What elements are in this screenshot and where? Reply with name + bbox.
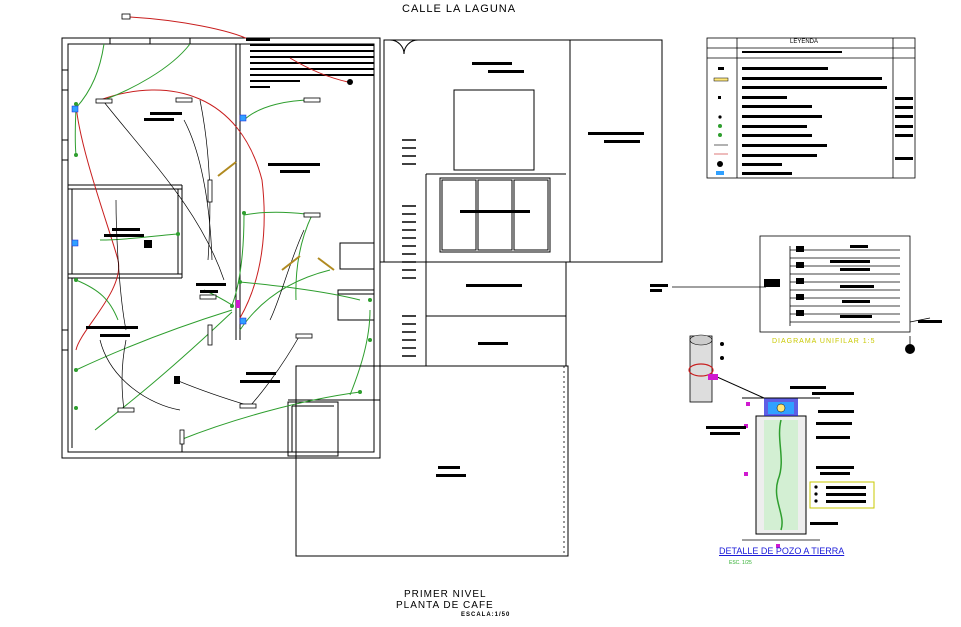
- right-building-dashed: [295, 39, 663, 557]
- street-name-label: CALLE LA LAGUNA: [402, 3, 517, 15]
- ground-well-detail: [688, 334, 875, 548]
- ground-well-detail-scale: ESC. 1/25: [729, 560, 752, 566]
- green-wiring: [74, 43, 371, 441]
- scale-note: ESCALA:1/50: [461, 612, 511, 618]
- unifilar-labels-redacted: [650, 245, 942, 354]
- legend-title: LEYENDA: [790, 39, 819, 45]
- stairs-right: [402, 139, 416, 357]
- level-title: PRIMER NIVEL: [404, 589, 487, 600]
- outlets: [74, 102, 372, 410]
- cyan-sockets: [71, 105, 247, 325]
- legend-table: [706, 37, 916, 179]
- meter-circle: [347, 79, 353, 85]
- meter-box: [121, 13, 131, 20]
- panel-marker: [236, 300, 240, 308]
- switches-yellow: [217, 161, 335, 271]
- black-circuits: [99, 99, 305, 411]
- room-labels-redacted: [86, 38, 320, 384]
- light-fixtures: [95, 97, 321, 445]
- unifilar-diagram: [672, 235, 931, 348]
- legend-rows-redacted: [718, 51, 913, 175]
- stair-hatch: [250, 44, 374, 88]
- ground-well-labels-redacted: [706, 342, 866, 525]
- unifilar-diagram-title: DIAGRAMA UNIFILAR 1:5: [772, 338, 876, 345]
- right-building-labels-redacted: [436, 62, 644, 477]
- ground-well-detail-title: DETALLE DE POZO A TIERRA: [719, 546, 845, 556]
- legend-symbols: [713, 77, 729, 175]
- plan-title: PLANTA DE CAFE: [396, 600, 494, 611]
